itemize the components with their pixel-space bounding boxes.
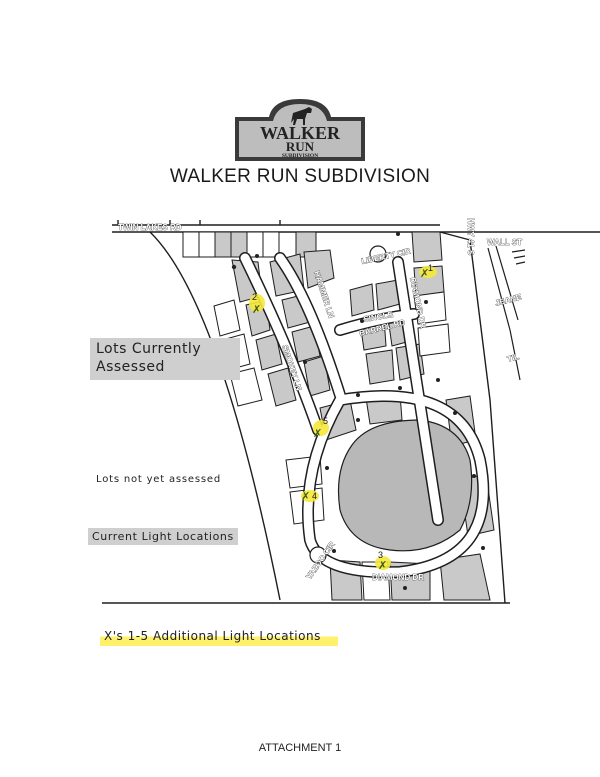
svg-text:3: 3 xyxy=(378,550,383,560)
street-hwy-41-s: HWY 41 S xyxy=(466,218,475,256)
marker-2: 2 ✗ xyxy=(249,292,265,316)
marker-1: ✗ 1 xyxy=(419,263,437,280)
svg-text:✗: ✗ xyxy=(252,304,261,316)
legend-current-light-locations: Current Light Locations xyxy=(88,528,238,545)
marker-5: 5 ✗ xyxy=(313,416,329,440)
central-common-area xyxy=(337,419,473,552)
svg-text:✗: ✗ xyxy=(420,268,429,280)
svg-text:2: 2 xyxy=(252,292,257,302)
svg-text:5: 5 xyxy=(323,416,328,426)
svg-text:SUBDIVISION: SUBDIVISION xyxy=(282,153,318,159)
street-diamond-dr-south: DIAMOND DR xyxy=(372,573,424,582)
street-wall-st: WALL ST xyxy=(487,238,522,247)
attachment-label: ATTACHMENT 1 xyxy=(258,742,342,754)
street-jeane: JEANE xyxy=(494,292,523,308)
current-light-dots xyxy=(231,232,485,590)
legend-lots-currently-assessed: Lots Currently Assessed xyxy=(90,338,240,380)
street-twin-lakes-rd: TWIN LAKES RD xyxy=(118,223,182,232)
svg-text:✗: ✗ xyxy=(301,491,310,503)
street-til: TIL xyxy=(506,352,520,364)
svg-text:✗: ✗ xyxy=(378,560,387,572)
svg-text:RUN: RUN xyxy=(286,139,315,154)
legend-lots-not-yet-assessed: Lots not yet assessed xyxy=(96,474,221,485)
subdivision-map: TWIN LAKES RD HAMMER LN LIBERTY CIR DIAM… xyxy=(0,200,600,650)
page-title: WALKER RUN SUBDIVISION xyxy=(169,166,431,187)
walker-run-logo: WALKER RUN SUBDIVISION xyxy=(233,97,367,163)
svg-text:✗: ✗ xyxy=(313,428,322,440)
svg-text:4: 4 xyxy=(312,491,317,501)
svg-text:1: 1 xyxy=(428,263,433,273)
dog-icon xyxy=(291,107,312,125)
marker-4: ✗ 4 xyxy=(301,490,319,503)
svg-text:WALKER: WALKER xyxy=(260,123,341,143)
legend-additional-light-locations: X's 1-5 Additional Light Locations xyxy=(100,628,338,647)
marker-3: 3 ✗ xyxy=(375,550,391,572)
